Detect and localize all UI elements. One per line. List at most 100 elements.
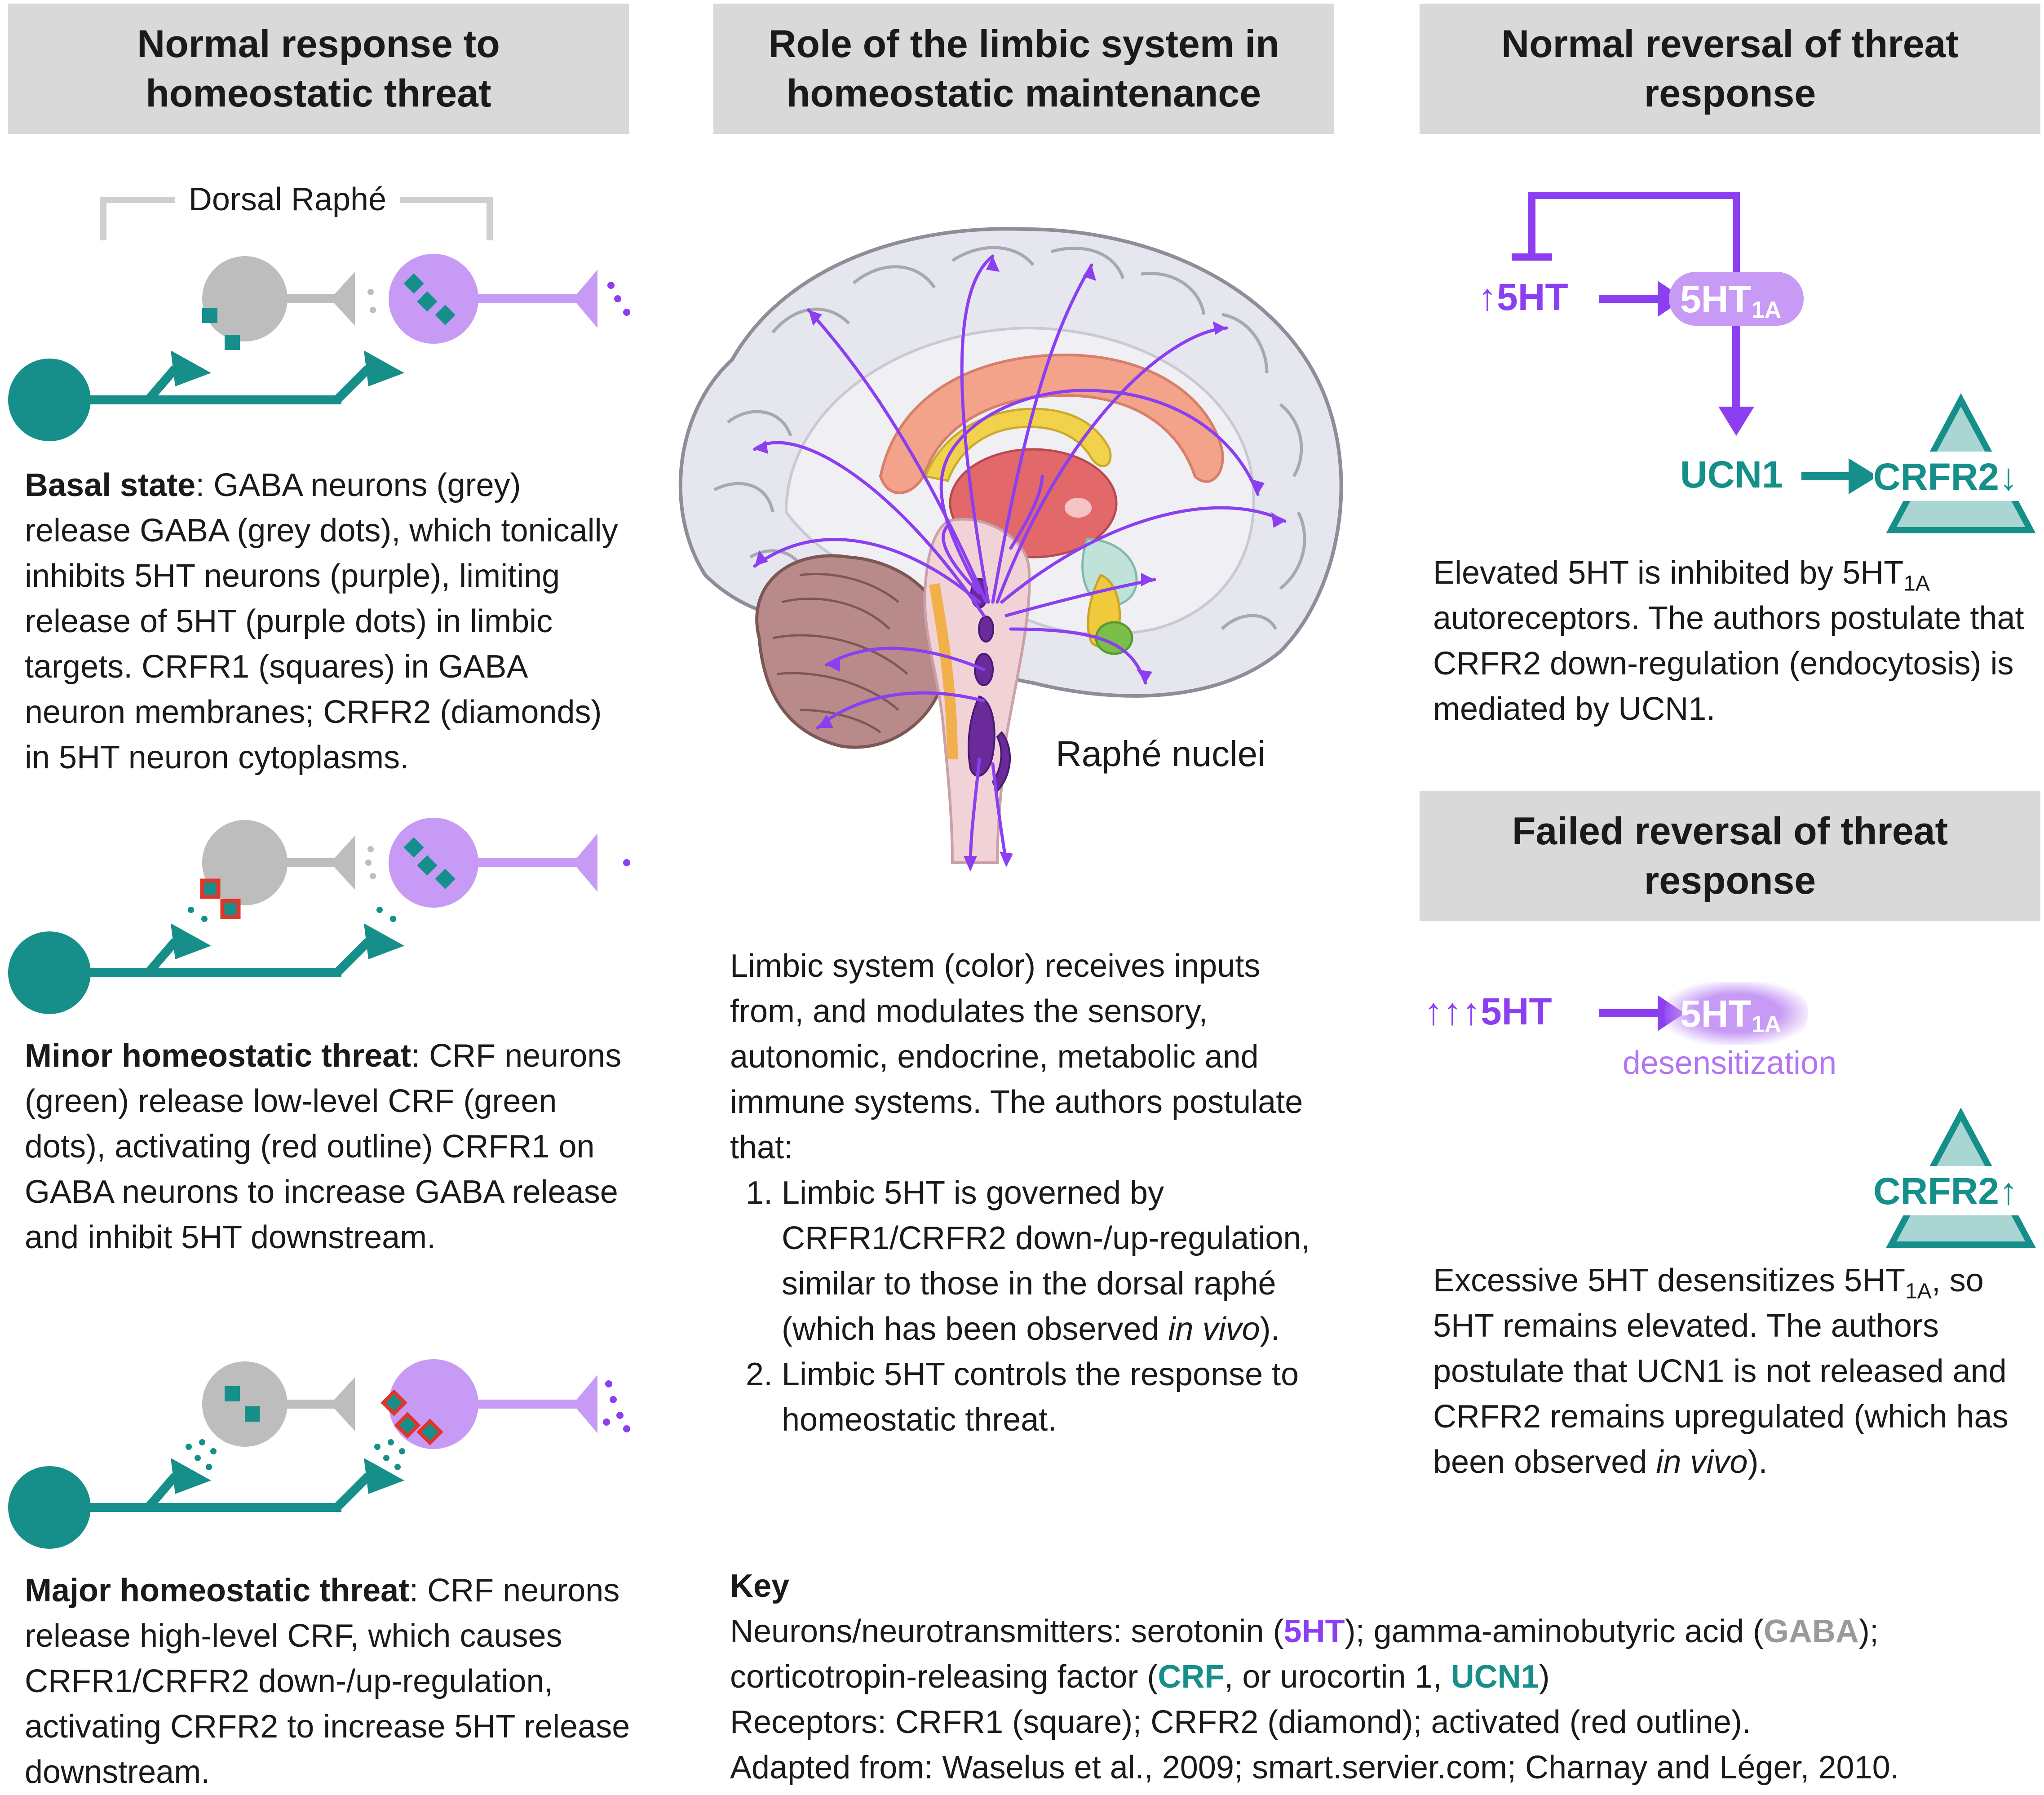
header-normal-response: Normal response to homeostatic threat xyxy=(8,4,629,134)
crf-dot xyxy=(388,1439,394,1445)
5ht-dot xyxy=(610,1396,617,1403)
gaba-dot xyxy=(365,860,372,866)
crf-dot xyxy=(201,916,208,922)
crf-dot xyxy=(188,907,194,913)
header-line: response xyxy=(1644,859,1816,902)
5ht-dot xyxy=(605,1380,612,1387)
crf-dot xyxy=(206,1464,212,1470)
dorsal-raphe-label: Dorsal Raphé xyxy=(189,182,386,217)
5ht-terminal xyxy=(573,1375,597,1433)
5ht1a-receptor-label: 5HT1A xyxy=(1680,278,1781,323)
basal-state-body: : GABA neurons (grey) release GABA (grey… xyxy=(25,467,618,776)
crfr1-square xyxy=(245,1406,260,1422)
5ht-dot xyxy=(623,1425,630,1432)
5ht1a-receptor-label: 5HT1A xyxy=(1680,993,1781,1037)
normal-reversal-text: Elevated 5HT is inhibited by 5HT1A autor… xyxy=(1433,550,2035,732)
ucn1-label: UCN1 xyxy=(1680,453,1783,496)
limbic-description: Limbic system (color) receives inputs fr… xyxy=(730,944,1327,1443)
major-threat-text: Major homeostatic threat: CRF neurons re… xyxy=(25,1568,636,1795)
limbic-intro: Limbic system (color) receives inputs fr… xyxy=(730,948,1303,1166)
key-crf: CRF xyxy=(1158,1659,1225,1695)
crf-terminal xyxy=(364,923,404,959)
crfr1-square-activated xyxy=(220,899,241,919)
crfr1-square-activated xyxy=(200,878,221,899)
major-threat-body: : CRF neurons release high-level CRF, wh… xyxy=(25,1573,630,1790)
failed-italic: in vivo xyxy=(1656,1444,1748,1480)
crf-dot xyxy=(376,907,383,913)
crf-terminal xyxy=(171,923,211,959)
crf-neuron-soma xyxy=(8,1466,91,1549)
crfr2-diamond-activated xyxy=(394,1412,421,1439)
desensitization-label: desensitization xyxy=(1623,1045,1836,1081)
5ht-dot xyxy=(614,295,621,302)
5ht-dot xyxy=(616,1412,624,1419)
raphe-nucleus xyxy=(968,695,995,777)
gaba-dot xyxy=(370,873,376,879)
crfr1-square xyxy=(225,335,240,350)
5ht-dot xyxy=(623,859,630,866)
normal-reversal-diagram: ↑5HT 5HT1A UCN1 CRFR2↓ xyxy=(1478,192,2044,533)
5ht1a-receptor-desensitized xyxy=(1664,982,1808,1045)
postulate-italic: in vivo xyxy=(1168,1311,1260,1347)
header-line: Normal reversal of threat xyxy=(1501,22,1959,66)
crfr1-square xyxy=(225,1386,240,1401)
key-line-crf: corticotropin-releasing factor (CRF, or … xyxy=(730,1659,1550,1695)
corpus-callosum xyxy=(879,353,1224,494)
elevated-5ht-label: ↑5HT xyxy=(1478,276,1568,318)
failed-reversal-diagram: ↑↑↑5HT 5HT1A desensitization CRFR2↑ xyxy=(1424,982,2044,1248)
header-line: homeostatic maintenance xyxy=(786,72,1261,115)
crfr2-diamond-activated xyxy=(416,1418,443,1445)
gaba-dot xyxy=(370,307,376,313)
crf-dot xyxy=(195,1455,201,1461)
postulate-text: Limbic 5HT is governed by CRFR1/CRFR2 do… xyxy=(782,1175,1310,1347)
header-normal-reversal: Normal reversal of threat response xyxy=(1420,4,2040,134)
key-line-source: Adapted from: Waselus et al., 2009; smar… xyxy=(730,1750,1899,1786)
minor-threat-body: : CRF neurons (green) release low-level … xyxy=(25,1038,622,1255)
5ht-terminal xyxy=(573,833,597,892)
minor-threat-text: Minor homeostatic threat: CRF neurons (g… xyxy=(25,1033,636,1260)
gaba-neuron-soma xyxy=(202,256,288,341)
crfr1-square xyxy=(202,308,217,323)
basal-state-title: Basal state xyxy=(25,467,196,503)
raphe-nuclei-label: Raphé nuclei xyxy=(1056,734,1265,774)
feedback-inhibition-line xyxy=(1528,192,1740,297)
header-line: Normal response to xyxy=(137,22,500,66)
postulate-item-2: Limbic 5HT controls the response to home… xyxy=(782,1352,1327,1443)
crf-terminal xyxy=(364,350,404,386)
postulate-list: Limbic 5HT is governed by CRFR1/CRFR2 do… xyxy=(730,1170,1327,1443)
gaba-neuron-soma xyxy=(202,820,288,905)
key-line-neurons: Neurons/neurotransmitters: serotonin (5H… xyxy=(730,1613,1879,1649)
gaba-dot xyxy=(367,289,374,295)
5ht-dot xyxy=(607,282,615,289)
minor-threat-title: Minor homeostatic threat xyxy=(25,1038,411,1074)
minor-threat-diagram xyxy=(8,818,630,1014)
key-5ht: 5HT xyxy=(1283,1613,1345,1649)
gaba-terminal xyxy=(330,272,355,326)
gaba-terminal xyxy=(330,1377,355,1431)
crfr2-down-label: CRFR2↓ xyxy=(1873,456,2018,498)
crfr2-diamond-activated xyxy=(380,1389,407,1416)
key-line-receptors: Receptors: CRFR1 (square); CRFR2 (diamon… xyxy=(730,1704,1751,1740)
gaba-dot xyxy=(367,846,374,852)
crf-neuron-soma xyxy=(8,931,91,1014)
brainstem xyxy=(923,518,1031,864)
reversal-text: autoreceptors. The authors postulate tha… xyxy=(1433,600,2024,727)
key-gaba: GABA xyxy=(1763,1613,1859,1649)
header-line: homeostatic threat xyxy=(146,72,491,115)
gaba-terminal xyxy=(330,836,355,890)
header-line: response xyxy=(1644,72,1816,115)
failed-reversal-text: Excessive 5HT desensitizes 5HT1A, so 5HT… xyxy=(1433,1258,2035,1485)
major-threat-title: Major homeostatic threat xyxy=(25,1573,410,1609)
postulate-item-1: Limbic 5HT is governed by CRFR1/CRFR2 do… xyxy=(782,1170,1327,1352)
5ht-terminal xyxy=(573,270,597,328)
crf-dot xyxy=(199,1439,205,1445)
crf-dot xyxy=(399,1448,405,1454)
5ht-dot xyxy=(623,309,630,316)
brain-illustration: Raphé nuclei xyxy=(678,227,1343,872)
crf-terminal xyxy=(364,1458,404,1494)
failed-text: , so 5HT remains elevated. The authors p… xyxy=(1433,1263,2009,1480)
crf-dot xyxy=(394,1464,401,1470)
basal-state-text: Basal state: GABA neurons (grey) release… xyxy=(25,463,636,780)
major-threat-diagram xyxy=(8,1359,630,1549)
